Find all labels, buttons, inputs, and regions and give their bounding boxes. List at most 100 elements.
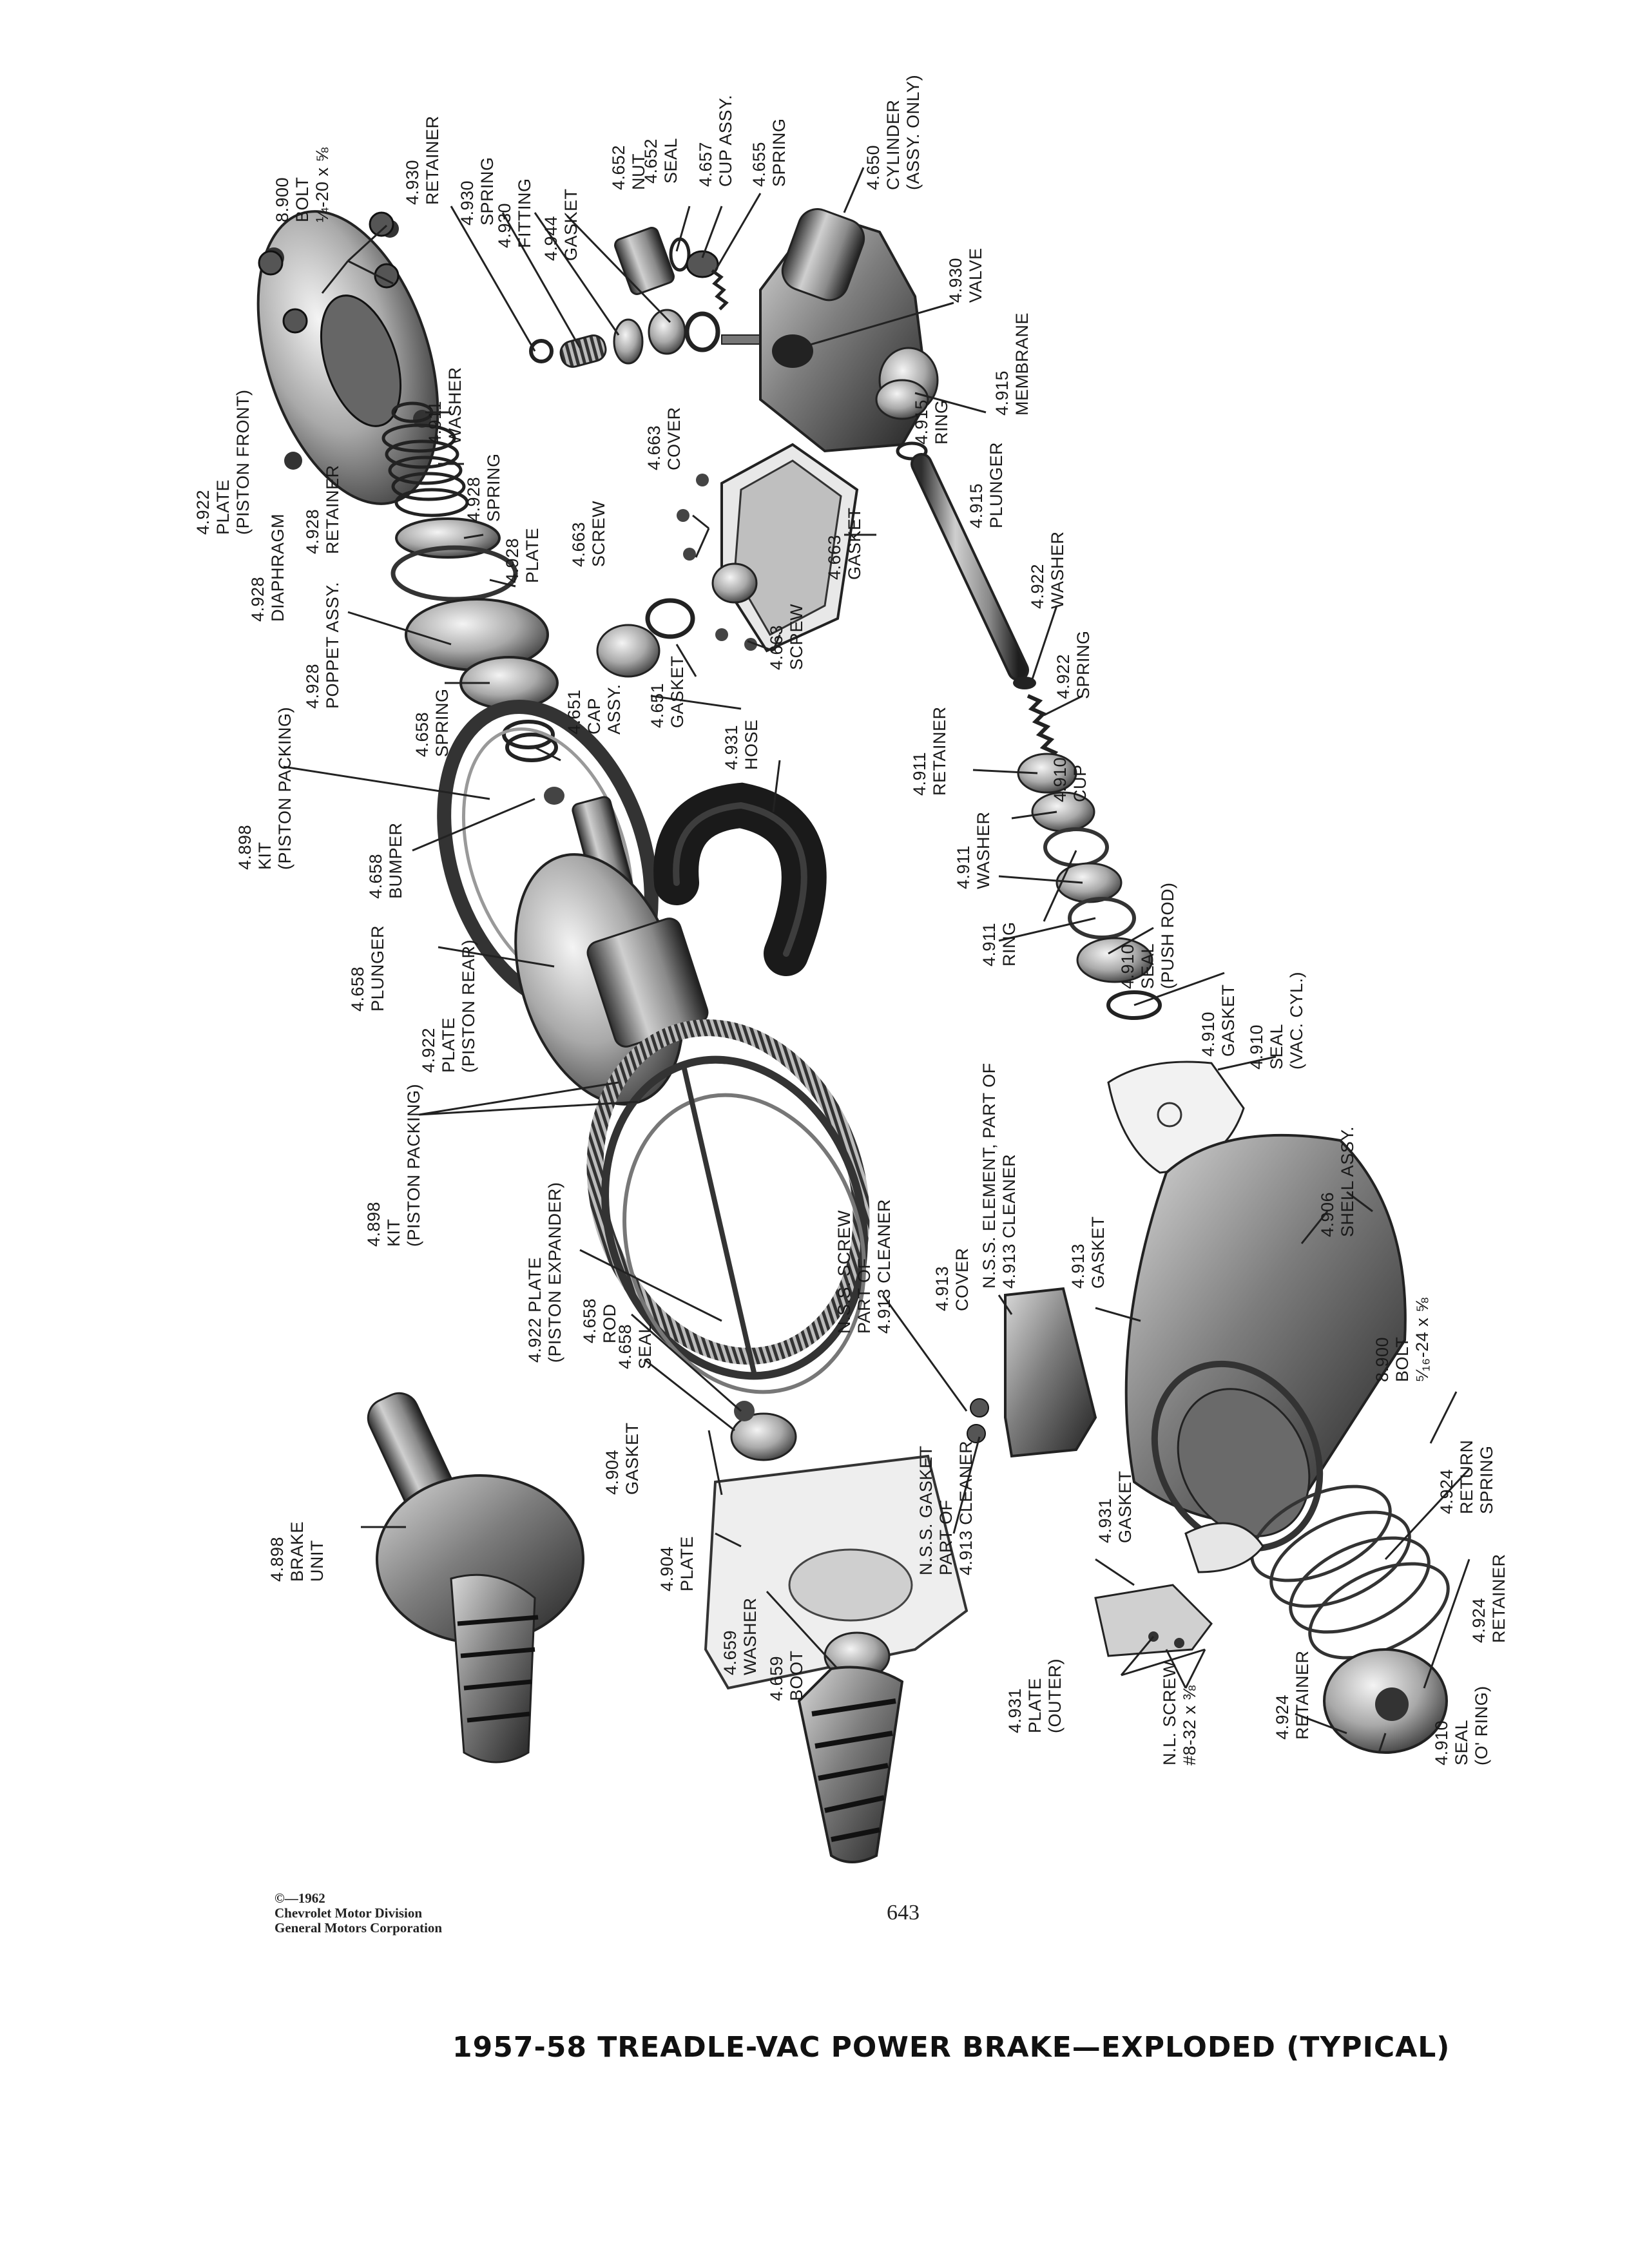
callout-line: WASHER (974, 811, 993, 889)
callout-line: 4.650 (863, 144, 883, 190)
callout-line: (PISTON EXPANDER) (545, 1182, 564, 1363)
callout-line: PLATE (1025, 1677, 1045, 1733)
page-number: 643 (887, 1901, 920, 1925)
callout-line: 4.930 (495, 202, 514, 248)
callout-line: SCREW (589, 501, 608, 567)
copyright-line: Chevrolet Motor Division (275, 1905, 423, 1921)
callout-line: 4.928 (503, 537, 522, 583)
front-bolts (258, 211, 400, 334)
callout-line: PLATE (439, 1017, 458, 1073)
callout-line: 4.659 (767, 1655, 786, 1701)
callout-line: PLATE (523, 527, 542, 583)
callout-line: 4.913 CLEANER (999, 1153, 1019, 1289)
rod-seal (730, 1401, 797, 1461)
callout-line: (PISTON PACKING) (275, 706, 294, 870)
callout-line: ASSY. (604, 684, 624, 735)
callout-line: POPPET ASSY. (323, 581, 342, 709)
callout-line: (PISTON REAR) (459, 939, 478, 1073)
callout-line: 4.904 (657, 1546, 677, 1591)
callout-line: SEAL (661, 137, 680, 184)
callout-line: 4.911 (425, 400, 445, 445)
callout-line: (VAC. CYL.) (1287, 971, 1306, 1070)
callout-line: (O' RING) (1472, 1686, 1491, 1765)
callout-line: (ASSY. ONLY) (903, 74, 923, 190)
callout-line: 4.652 (641, 138, 660, 184)
callout-line: MEMBRANE (1012, 312, 1032, 416)
callout-line: 4.944 (541, 215, 561, 261)
callout-line: SPRING (484, 453, 503, 522)
callout-line: 4.915 (912, 399, 931, 445)
callout-line: 4.658 (580, 1298, 599, 1343)
callout-line: SPRING (769, 118, 789, 187)
callout-line: HOSE (742, 719, 761, 770)
callout-line: RING (999, 921, 1019, 967)
callout-line: SPRING (1477, 1445, 1496, 1514)
callout-line: BRAKE (287, 1521, 307, 1582)
rear-retainer (1323, 1648, 1448, 1754)
callout-line: 4.910 (1050, 756, 1070, 802)
callout-line: CUP ASSY. (716, 94, 735, 187)
brake-unit-assembled (367, 1392, 584, 1763)
callout-line: 4.915 (967, 483, 986, 528)
callout-line: N.S.S. ELEMENT, PART OF (979, 1062, 999, 1289)
piston-rear-plate (514, 853, 709, 1106)
front-plate-4904 (704, 1454, 969, 1690)
callout-line: GASKET (622, 1422, 642, 1495)
callout-line: 4.658 (366, 853, 385, 899)
callout-line: RETURN (1457, 1439, 1476, 1515)
callout-line: SEAL (1452, 1719, 1471, 1765)
callout-plate-piston-expander-4922: 4.922 PLATE(PISTON EXPANDER) (525, 1182, 565, 1363)
callout-line: UNIT (307, 1540, 327, 1582)
callout-line: GASKET (1088, 1216, 1108, 1289)
hose (653, 782, 827, 976)
callout-line: 4.931 (722, 724, 741, 770)
callout-line: BOOT (787, 1650, 806, 1701)
callout-line: (OUTER) (1045, 1658, 1065, 1733)
callout-line: RETAINER (423, 115, 442, 205)
piston-expander (586, 1019, 870, 1394)
callout-line: BUMPER (386, 822, 405, 899)
callout-line: 4.928 (248, 576, 267, 622)
callout-line: 4.651 (564, 689, 584, 735)
callout-line: PLUNGER (987, 441, 1006, 528)
shell-assy (1124, 1133, 1407, 1552)
callout-line: FITTING (515, 178, 534, 248)
callout-line: 4.930 (458, 180, 477, 226)
callout-line: 4.910 (1432, 1720, 1451, 1765)
callout-line: KIT (384, 1218, 403, 1247)
callout-line: 4.911 (979, 922, 999, 966)
callout-line: SPRING (1074, 630, 1093, 699)
callout-line: 4.658 (412, 711, 432, 757)
callout-line: 4.913 CLEANER (956, 1440, 976, 1575)
callout-line: GASKET (668, 655, 687, 728)
figure-caption: 1957-58 TREADLE-VAC POWER BRAKE—EXPLODED… (452, 2031, 1451, 2064)
cleaner-cover (967, 1287, 1097, 1458)
callout-line: 4.911 (954, 845, 973, 889)
callout-line: 4.928 (464, 476, 483, 522)
callout-line: 4.930 (946, 257, 965, 303)
callout-line: 4.922 (193, 489, 213, 535)
callout-line: 4.922 (1028, 563, 1047, 609)
callout-line: SEAL (635, 1323, 655, 1369)
